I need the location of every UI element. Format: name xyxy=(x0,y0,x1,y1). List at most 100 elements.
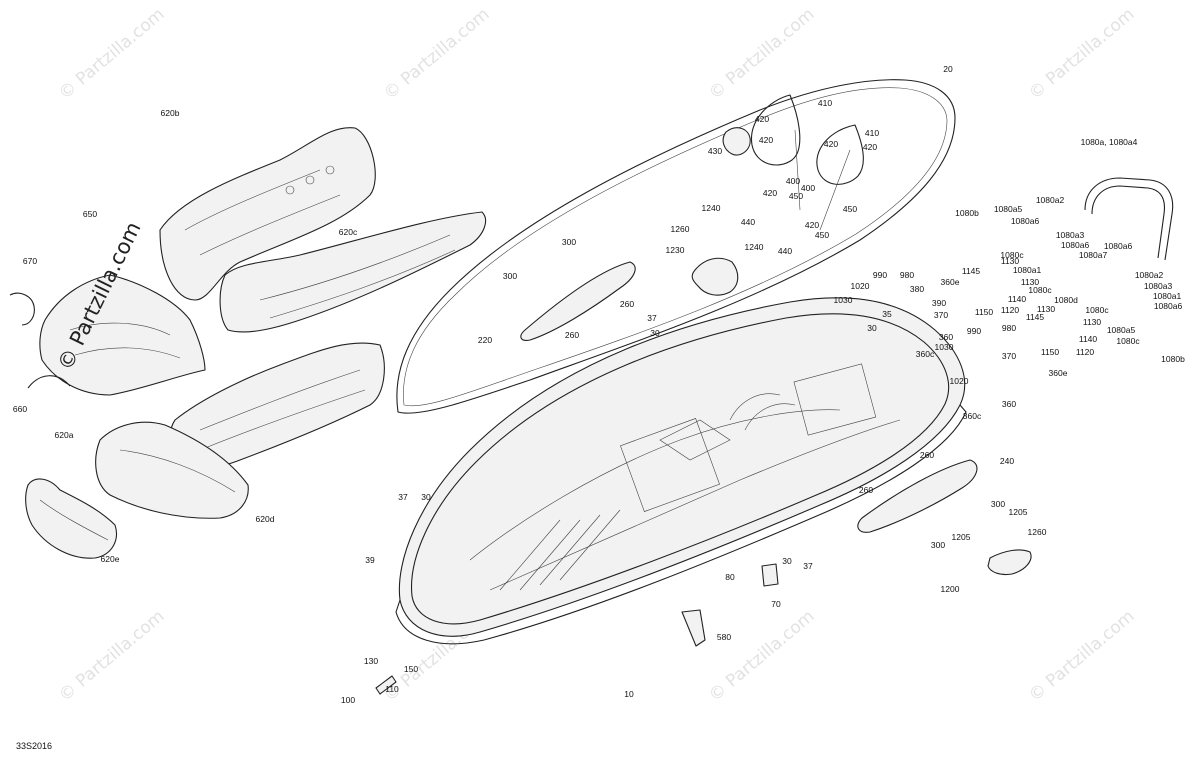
callout-1130: 1130 xyxy=(1001,256,1020,266)
callout-1130: 1130 xyxy=(1021,277,1040,287)
callout-670: 670 xyxy=(23,256,37,266)
callout-70: 70 xyxy=(771,599,781,609)
callout-1205: 1205 xyxy=(1009,507,1028,517)
callout-39: 39 xyxy=(365,555,375,565)
callout-80: 80 xyxy=(725,572,735,582)
callout-260: 260 xyxy=(859,485,873,495)
callout-300: 300 xyxy=(503,271,517,281)
callout-410: 410 xyxy=(818,98,832,108)
callout-1080a6: 1080a6 xyxy=(1061,240,1090,250)
callout-400: 400 xyxy=(786,176,800,186)
watermark-text: © Partzilla.com xyxy=(380,4,493,104)
callout-440: 440 xyxy=(741,217,755,227)
callout-1080a7: 1080a7 xyxy=(1079,250,1108,260)
watermark-text: © Partzilla.com xyxy=(705,606,818,706)
callout-1130: 1130 xyxy=(1083,317,1102,327)
diagram-code: 33S2016 xyxy=(16,741,53,751)
callout-1130: 1130 xyxy=(1037,304,1056,314)
callout-650: 650 xyxy=(83,209,97,219)
callout-1080a3: 1080a3 xyxy=(1144,281,1173,291)
callout-1080a5: 1080a5 xyxy=(1107,325,1136,335)
callout-240: 240 xyxy=(1000,456,1014,466)
callout-1150: 1150 xyxy=(1041,347,1060,357)
callout-980: 980 xyxy=(1002,323,1016,333)
callout-360: 360 xyxy=(1002,399,1016,409)
callout-10: 10 xyxy=(624,689,634,699)
part-220-footrest[interactable] xyxy=(520,261,636,341)
callout-420: 420 xyxy=(863,142,877,152)
callout-300: 300 xyxy=(931,540,945,550)
part-100-clip[interactable] xyxy=(375,675,397,695)
callout-360: 360 xyxy=(939,332,953,342)
callout-150: 150 xyxy=(404,664,418,674)
callout-620e: 620e xyxy=(101,554,120,564)
callout-1020: 1020 xyxy=(950,376,969,386)
callout-1030: 1030 xyxy=(935,342,954,352)
part-70-bracket[interactable] xyxy=(761,563,779,587)
callout-260: 260 xyxy=(620,299,634,309)
callout-360e: 360e xyxy=(1049,368,1068,378)
callout-1230: 1230 xyxy=(666,245,685,255)
callout-1080a1: 1080a1 xyxy=(1013,265,1042,275)
callout-1145: 1145 xyxy=(962,266,981,276)
callout-390: 390 xyxy=(932,298,946,308)
callout-430: 430 xyxy=(708,146,722,156)
part-20-deck-mat[interactable] xyxy=(396,79,956,414)
part-670-strap[interactable] xyxy=(9,292,35,326)
part-1080a-handlebar[interactable] xyxy=(1084,177,1174,261)
callout-300: 300 xyxy=(991,499,1005,509)
part-1200-pad[interactable] xyxy=(987,549,1032,576)
callout-300: 300 xyxy=(562,237,576,247)
callout-420: 420 xyxy=(755,114,769,124)
callout-360e: 360e xyxy=(941,277,960,287)
watermark-text: © Partzilla.com xyxy=(705,4,818,104)
watermark-text: © Partzilla.com xyxy=(55,4,168,104)
callout-1120: 1120 xyxy=(1076,347,1095,357)
callout-35: 35 xyxy=(882,309,892,319)
part-620b-panel[interactable] xyxy=(159,127,376,301)
callout-410: 410 xyxy=(865,128,879,138)
part-620e-panel[interactable] xyxy=(25,478,117,559)
callout-990: 990 xyxy=(873,270,887,280)
callout-1240: 1240 xyxy=(745,242,764,252)
callout-450: 450 xyxy=(815,230,829,240)
callout-1020: 1020 xyxy=(851,281,870,291)
callout-30: 30 xyxy=(782,556,792,566)
callout-37: 37 xyxy=(398,492,408,502)
part-650-bracket[interactable] xyxy=(39,274,206,396)
part-620a-panel[interactable] xyxy=(95,421,249,519)
callout-1080a6: 1080a6 xyxy=(1104,241,1133,251)
callout-1080c: 1080c xyxy=(1028,285,1052,295)
part-240-footrest[interactable] xyxy=(857,459,978,533)
callout-1080a2: 1080a2 xyxy=(1135,270,1164,280)
watermark-layer: © Partzilla.com © Partzilla.com © Partzill… xyxy=(55,4,1138,706)
callout-1030: 1030 xyxy=(834,295,853,305)
callout-1205: 1205 xyxy=(952,532,971,542)
callout-420: 420 xyxy=(824,139,838,149)
callout-37: 37 xyxy=(647,313,657,323)
callout-980: 980 xyxy=(900,270,914,280)
callout-420: 420 xyxy=(759,135,773,145)
callout-30: 30 xyxy=(421,492,431,502)
callout-30: 30 xyxy=(867,323,877,333)
callout-1240: 1240 xyxy=(702,203,721,213)
part-1230-pad[interactable] xyxy=(691,257,739,296)
callout-380: 380 xyxy=(910,284,924,294)
callout-1080d: 1080d xyxy=(1054,295,1078,305)
part-660-strap[interactable] xyxy=(27,375,71,389)
callout-100: 100 xyxy=(341,695,355,705)
callout-1080c: 1080c xyxy=(1000,250,1024,260)
part-10-hull[interactable] xyxy=(395,297,967,645)
callout-1080a3: 1080a3 xyxy=(1056,230,1085,240)
callout-260: 260 xyxy=(565,330,579,340)
part-620c-panel[interactable] xyxy=(219,211,487,333)
part-580-bracket[interactable] xyxy=(681,609,706,647)
callout-1150: 1150 xyxy=(975,307,994,317)
callout-450: 450 xyxy=(843,204,857,214)
callout-1120: 1120 xyxy=(1001,305,1020,315)
callout-450: 450 xyxy=(789,191,803,201)
callout-360c: 360c xyxy=(916,349,935,359)
callout-400: 400 xyxy=(801,183,815,193)
